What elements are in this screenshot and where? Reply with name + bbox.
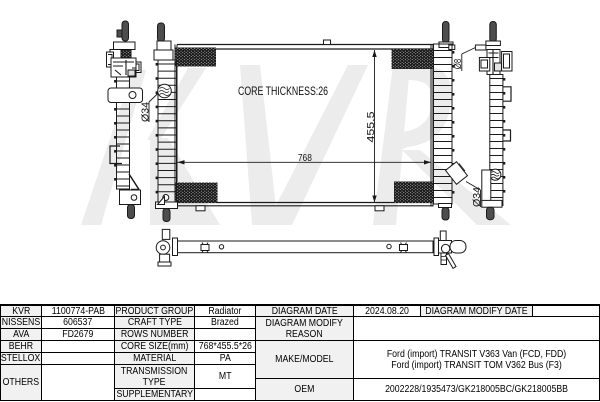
svg-text:768: 768: [298, 153, 312, 164]
svg-text:Ø34: Ø34: [141, 102, 152, 122]
svg-text:Ø34: Ø34: [472, 187, 483, 207]
svg-text:Ø8: Ø8: [453, 58, 464, 69]
svg-text:455.5: 455.5: [365, 111, 377, 142]
svg-text:CORE THICKNESS:26: CORE THICKNESS:26: [238, 84, 328, 98]
